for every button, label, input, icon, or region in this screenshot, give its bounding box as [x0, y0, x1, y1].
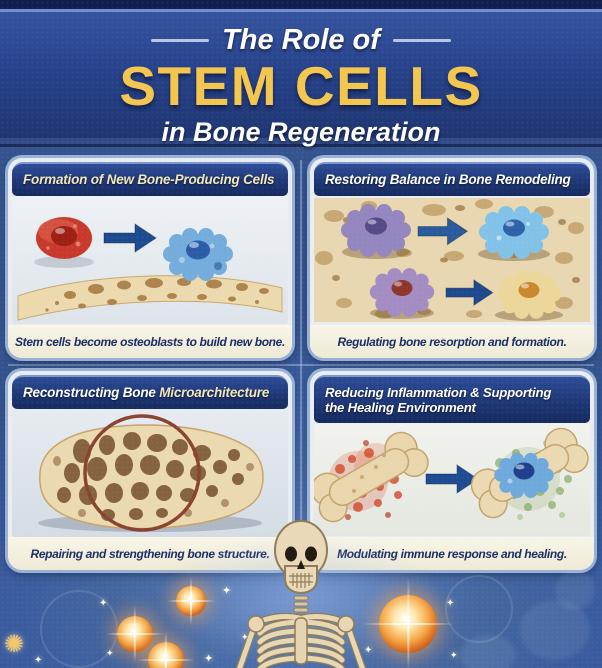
panel-microarchitecture-title: Reconstructing Bone Microarchitecture [23, 385, 269, 401]
sparkle-6: ✦ [364, 645, 373, 656]
title-part-gold: Microarchitecture [159, 385, 270, 401]
top-edge-strip [0, 0, 602, 9]
sparkle-1: ✦ [222, 585, 232, 597]
remodeling-caption-text: Regulating bone resorption and formation… [337, 334, 567, 349]
stem-cell-red [36, 217, 92, 259]
inflammation-caption-text: Modulating immune response and healing. [337, 546, 567, 561]
eyebrow-dash-left [151, 39, 210, 42]
panel-divider-vertical [300, 160, 302, 568]
panel-inflammation-caption: Modulating immune response and healing. [310, 537, 594, 570]
skeleton-ribcage [235, 612, 367, 668]
osteoblast-cell [163, 228, 233, 281]
glow-orb-2 [106, 616, 164, 652]
healing-arrow [425, 464, 479, 494]
sparkle-2: ✦ [241, 632, 249, 642]
sparkle-8: ✦ [450, 650, 458, 660]
panel-remodeling-banner: Restoring Balance in Bone Remodeling [314, 162, 590, 196]
transform-arrow [103, 223, 157, 253]
caption-part: to build new bone. [182, 334, 285, 349]
inflamed-bone-texture [352, 453, 386, 493]
deco-blob-1 [520, 600, 590, 660]
caption-part: Stem cells become [15, 334, 121, 349]
glow-orb-1 [167, 586, 215, 616]
bone-section [17, 275, 283, 321]
sparkle-9: ✦ [34, 655, 43, 666]
osteoclast-red-nucleus-cell [369, 268, 435, 317]
panel-formation-title: Formation of New Bone-Producing Cells [23, 172, 275, 188]
skeleton-skull [274, 520, 328, 595]
panel-inflammation: Reducing Inflammation & Supporting the H… [310, 371, 594, 570]
panel-remodeling-caption: Regulating bone resorption and formation… [310, 325, 594, 358]
osteoblast-blue-cell [479, 206, 549, 259]
osteoclast-purple-cell [341, 204, 411, 257]
microarchitecture-caption-text: Repairing and strengthening bone structu… [30, 546, 270, 561]
sparkle-3: ✦ [204, 653, 214, 665]
sparkle-gold-corner: ✺ [4, 631, 25, 658]
title-part-white: Reconstructing Bone [23, 385, 160, 401]
stem-cell-on-bone [494, 452, 554, 498]
panel-inflammation-banner: Reducing Inflammation & Supporting the H… [314, 375, 590, 423]
panel-microarchitecture-banner: Reconstructing Bone Microarchitecture [12, 375, 288, 409]
caption-part-bold: osteoblasts [120, 334, 183, 349]
page-subtitle: in Bone Regeneration [161, 117, 441, 147]
panel-formation-banner: Formation of New Bone-Producing Cells [12, 162, 288, 196]
panel-divider-horizontal [8, 364, 594, 366]
panel-inflammation-title: Reducing Inflammation & Supporting the H… [325, 384, 552, 415]
panel-formation-caption: Stem cells become osteoblasts to build n… [8, 325, 292, 358]
header-eyebrow: The Role of [222, 24, 380, 56]
skeleton-figure [235, 520, 367, 668]
microarchitecture-illustration [38, 414, 264, 532]
sparkle-5: ✦ [106, 648, 114, 658]
trabecular-bone [39, 424, 264, 530]
panel-remodeling: Restoring Balance in Bone Remodeling [310, 158, 594, 358]
eyebrow-dash-right [392, 39, 451, 42]
magnifier-circle [83, 414, 201, 532]
header-eyebrow-row: The Role of [151, 24, 451, 57]
glow-orb-4 [361, 595, 455, 653]
panel-formation: Formation of New Bone-Producing Cells [8, 158, 292, 358]
page-title: STEM CELLS [119, 55, 483, 117]
panel-remodeling-title: Restoring Balance in Bone Remodeling [325, 172, 571, 188]
formation-illustration [17, 217, 283, 321]
panel-microarchitecture-caption: Repairing and strengthening bone structu… [8, 537, 292, 570]
remodeling-illustration [314, 198, 590, 322]
deco-blob-3 [555, 570, 595, 610]
panel-microarchitecture: Reconstructing Bone Microarchitecture [8, 371, 292, 570]
deco-circle-1 [445, 575, 513, 643]
inflamed-bone [314, 425, 434, 529]
deco-blob-2 [460, 635, 516, 668]
sparkle-7: ✦ [446, 598, 455, 609]
formation-caption-text: Stem cells become osteoblasts to build n… [15, 335, 285, 349]
header-band: The Role of STEM CELLS in Bone Regenerat… [0, 9, 602, 147]
sparkle-4: ✦ [99, 598, 108, 609]
osteocyte-yellow-cell [496, 270, 562, 319]
glow-orb-3 [137, 642, 195, 668]
inflammation-illustration [314, 425, 590, 529]
